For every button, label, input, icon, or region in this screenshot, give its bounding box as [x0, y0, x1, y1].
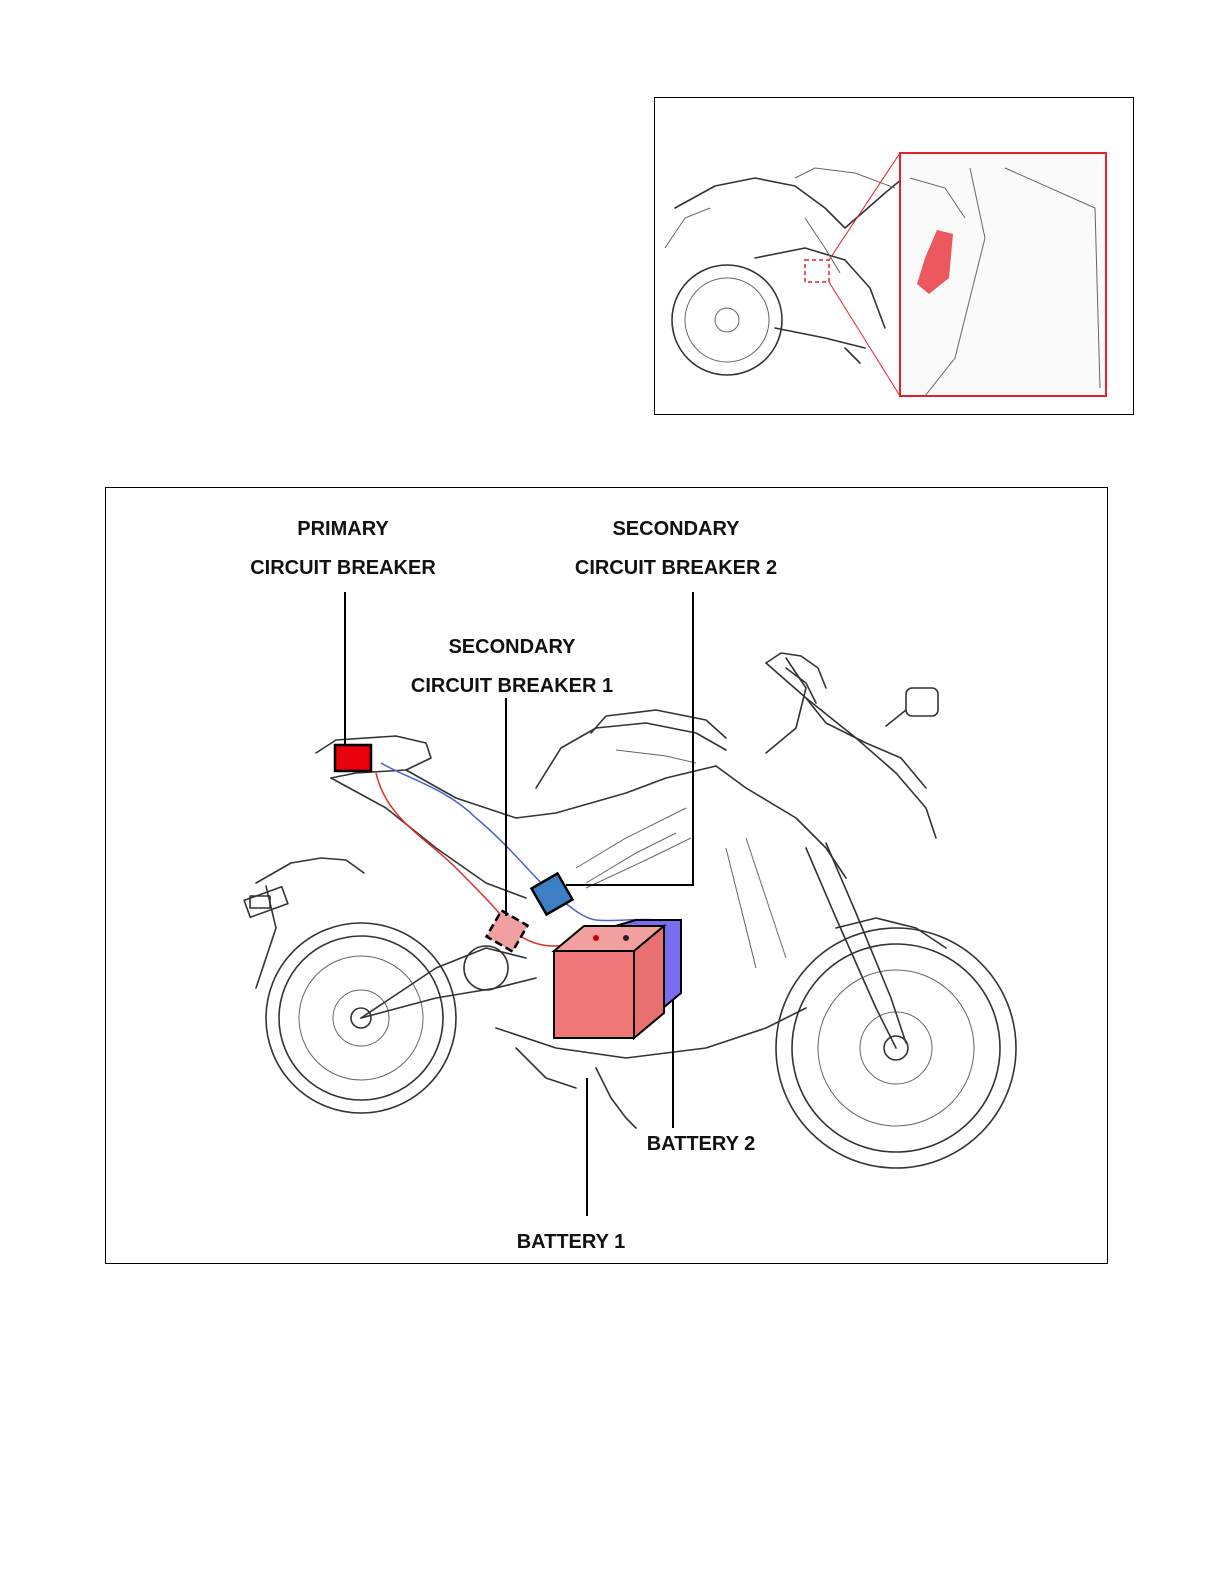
inset-figure — [654, 97, 1134, 415]
secondary-breaker-1-label-line1: SECONDARY — [397, 628, 627, 667]
primary-breaker-label-line2: CIRCUIT BREAKER — [223, 549, 463, 588]
secondary-breaker-1-label: SECONDARY CIRCUIT BREAKER 1 — [397, 628, 627, 706]
secondary-breaker-2-label-line1: SECONDARY — [556, 510, 796, 549]
secondary-breaker-2-label: SECONDARY CIRCUIT BREAKER 2 — [556, 510, 796, 588]
motorcycle-sketch-icon — [106, 488, 1109, 1265]
inset-motorcycle-sketch-icon — [655, 98, 1135, 416]
secondary-breaker-1-label-line2: CIRCUIT BREAKER 1 — [397, 667, 627, 706]
secondary-breaker-1-icon — [487, 911, 528, 952]
main-figure: PRIMARY CIRCUIT BREAKER SECONDARY CIRCUI… — [105, 487, 1108, 1264]
secondary-breaker-2-label-line2: CIRCUIT BREAKER 2 — [556, 549, 796, 588]
primary-breaker-icon — [335, 745, 371, 771]
primary-breaker-label: PRIMARY CIRCUIT BREAKER — [223, 510, 463, 588]
battery-2-label: BATTERY 2 — [631, 1125, 771, 1164]
primary-breaker-label-line1: PRIMARY — [223, 510, 463, 549]
battery-1-label: BATTERY 1 — [501, 1223, 641, 1262]
battery-1-icon — [554, 926, 664, 1038]
